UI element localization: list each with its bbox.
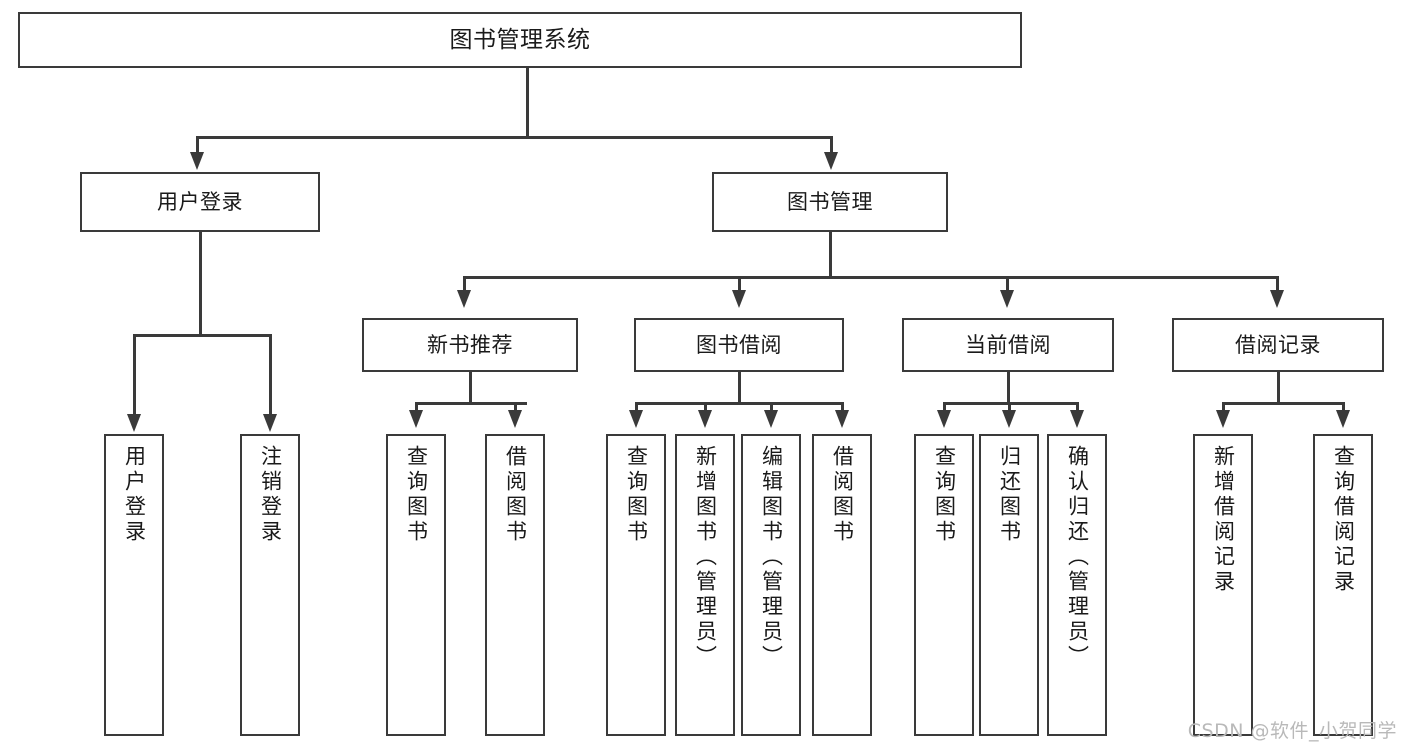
node-user-login[interactable]: 用户登录 [80, 172, 320, 232]
leaf-borrow-book-1-label: 借阅图书 [503, 445, 528, 545]
connector-bb-drop-4 [841, 402, 844, 414]
arrow-to-leaf-add-borrow-record [1216, 410, 1230, 428]
arrow-to-borrow-record [1270, 290, 1284, 308]
leaf-add-borrow-record-label: 新增借阅记录 [1211, 445, 1236, 595]
node-new-book-rec[interactable]: 新书推荐 [362, 318, 578, 372]
leaf-confirm-return-admin-label: 确认归还（管理员） [1065, 445, 1090, 670]
arrow-to-leaf-query-book-3 [937, 410, 951, 428]
leaf-user-logout[interactable]: 注销登录 [240, 434, 300, 736]
leaf-add-book-admin-label: 新增图书（管理员） [693, 445, 718, 670]
leaf-user-login[interactable]: 用户登录 [104, 434, 164, 736]
connector-root-stem [526, 68, 529, 138]
connector-nbr-drop-2 [514, 402, 517, 414]
node-current-borrow-label: 当前借阅 [965, 332, 1051, 357]
leaf-return-book[interactable]: 归还图书 [979, 434, 1039, 736]
connector-br-drop-1 [1222, 402, 1225, 414]
connector-bm-drop-2 [738, 276, 741, 292]
node-root[interactable]: 图书管理系统 [18, 12, 1022, 68]
connector-root-drop-left [196, 136, 199, 154]
connector-book-manage-stem [829, 232, 832, 278]
leaf-query-borrow-record-label: 查询借阅记录 [1331, 445, 1356, 595]
leaf-add-borrow-record[interactable]: 新增借阅记录 [1193, 434, 1253, 736]
connector-nbr-bar [415, 402, 527, 405]
leaf-query-book-2-label: 查询图书 [624, 445, 649, 545]
arrow-to-leaf-query-book-1 [409, 410, 423, 428]
leaf-edit-book-admin[interactable]: 编辑图书（管理员） [741, 434, 801, 736]
leaf-return-book-label: 归还图书 [997, 445, 1022, 545]
leaf-query-book-1[interactable]: 查询图书 [386, 434, 446, 736]
leaf-query-book-3[interactable]: 查询图书 [914, 434, 974, 736]
connector-bb-stem [738, 372, 741, 404]
node-user-login-label: 用户登录 [157, 189, 243, 214]
arrow-to-leaf-add-book-admin [698, 410, 712, 428]
arrow-to-book-borrow [732, 290, 746, 308]
connector-bm-drop-4 [1276, 276, 1279, 292]
arrow-to-leaf-query-borrow-record [1336, 410, 1350, 428]
leaf-user-logout-label: 注销登录 [258, 445, 283, 545]
arrow-to-leaf-query-book-2 [629, 410, 643, 428]
connector-bb-drop-3 [770, 402, 773, 414]
leaf-query-book-1-label: 查询图书 [404, 445, 429, 545]
connector-root-drop-right [830, 136, 833, 154]
node-current-borrow[interactable]: 当前借阅 [902, 318, 1114, 372]
connector-cb-drop-1 [943, 402, 946, 414]
leaf-add-book-admin[interactable]: 新增图书（管理员） [675, 434, 735, 736]
connector-br-stem [1277, 372, 1280, 404]
arrow-to-current-borrow [1000, 290, 1014, 308]
arrow-to-book-manage [824, 152, 838, 170]
arrow-to-leaf-confirm-return-admin [1070, 410, 1084, 428]
arrow-to-user-login [190, 152, 204, 170]
node-book-manage-label: 图书管理 [787, 189, 873, 214]
leaf-borrow-book-2-label: 借阅图书 [830, 445, 855, 545]
node-book-borrow-label: 图书借阅 [696, 332, 782, 357]
connector-bb-drop-1 [635, 402, 638, 414]
connector-br-bar [1222, 402, 1344, 405]
node-borrow-record[interactable]: 借阅记录 [1172, 318, 1384, 372]
leaf-user-login-label: 用户登录 [122, 445, 147, 545]
connector-nbr-drop-1 [415, 402, 418, 414]
arrow-to-leaf-return-book [1002, 410, 1016, 428]
arrow-to-leaf-borrow-book-2 [835, 410, 849, 428]
arrow-to-new-book-rec [457, 290, 471, 308]
connector-cb-drop-2 [1008, 402, 1011, 414]
connector-bb-bar [635, 402, 842, 405]
connector-root-bar [196, 136, 832, 139]
connector-user-login-drop-1 [133, 334, 136, 416]
node-book-borrow[interactable]: 图书借阅 [634, 318, 844, 372]
connector-br-drop-2 [1342, 402, 1345, 414]
connector-user-login-stem [199, 232, 202, 336]
node-root-label: 图书管理系统 [449, 26, 591, 53]
leaf-borrow-book-1[interactable]: 借阅图书 [485, 434, 545, 736]
node-borrow-record-label: 借阅记录 [1235, 332, 1321, 357]
leaf-confirm-return-admin[interactable]: 确认归还（管理员） [1047, 434, 1107, 736]
connector-bm-drop-3 [1006, 276, 1009, 292]
arrow-to-leaf-borrow-book-1 [508, 410, 522, 428]
leaf-edit-book-admin-label: 编辑图书（管理员） [759, 445, 784, 670]
connector-cb-drop-3 [1076, 402, 1079, 414]
connector-book-manage-bar [463, 276, 1278, 279]
connector-nbr-stem [469, 372, 472, 404]
arrow-to-leaf-edit-book-admin [764, 410, 778, 428]
connector-user-login-drop-2 [269, 334, 272, 416]
leaf-query-book-3-label: 查询图书 [932, 445, 957, 545]
node-book-manage[interactable]: 图书管理 [712, 172, 948, 232]
arrow-to-leaf-user-logout [263, 414, 277, 432]
connector-bb-drop-2 [704, 402, 707, 414]
connector-bm-drop-1 [463, 276, 466, 292]
leaf-query-borrow-record[interactable]: 查询借阅记录 [1313, 434, 1373, 736]
watermark: CSDN @软件_小贺同学 [1187, 720, 1397, 742]
leaf-query-book-2[interactable]: 查询图书 [606, 434, 666, 736]
connector-cb-stem [1007, 372, 1010, 404]
leaf-borrow-book-2[interactable]: 借阅图书 [812, 434, 872, 736]
arrow-to-leaf-user-login [127, 414, 141, 432]
connector-user-login-bar [133, 334, 271, 337]
node-new-book-rec-label: 新书推荐 [427, 332, 513, 357]
